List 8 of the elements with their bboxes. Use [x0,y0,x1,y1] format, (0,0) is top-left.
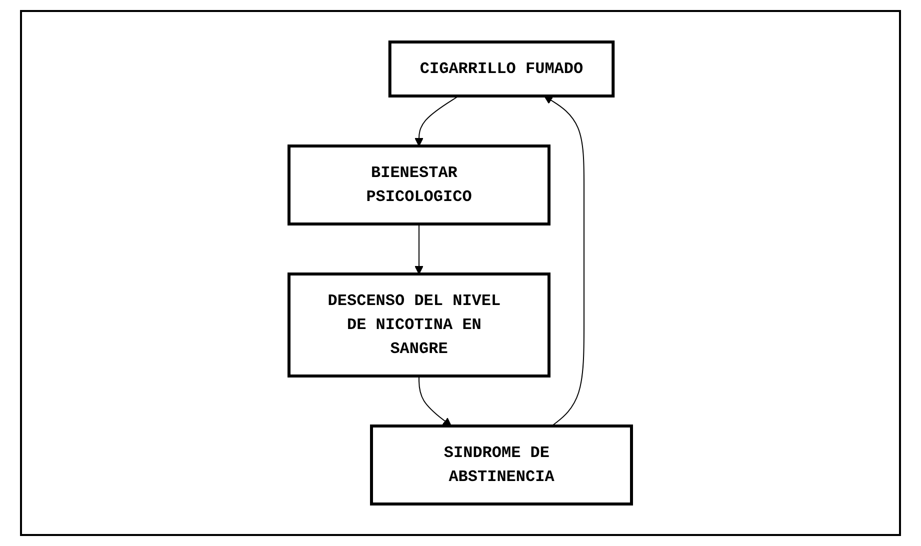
node-box: SINDROME DE ABSTINENCIA [370,424,634,506]
node-box: BIENESTAR PSICOLOGICO [288,144,551,226]
arrow [418,376,452,426]
node-box: CIGARRILLO FUMADO [388,40,615,98]
arrow [414,96,460,146]
node-box: DESCENSO DEL NIVEL DE NICOTINA EN SANGRE [288,272,551,378]
arrow [414,224,424,274]
arrow [544,96,585,426]
